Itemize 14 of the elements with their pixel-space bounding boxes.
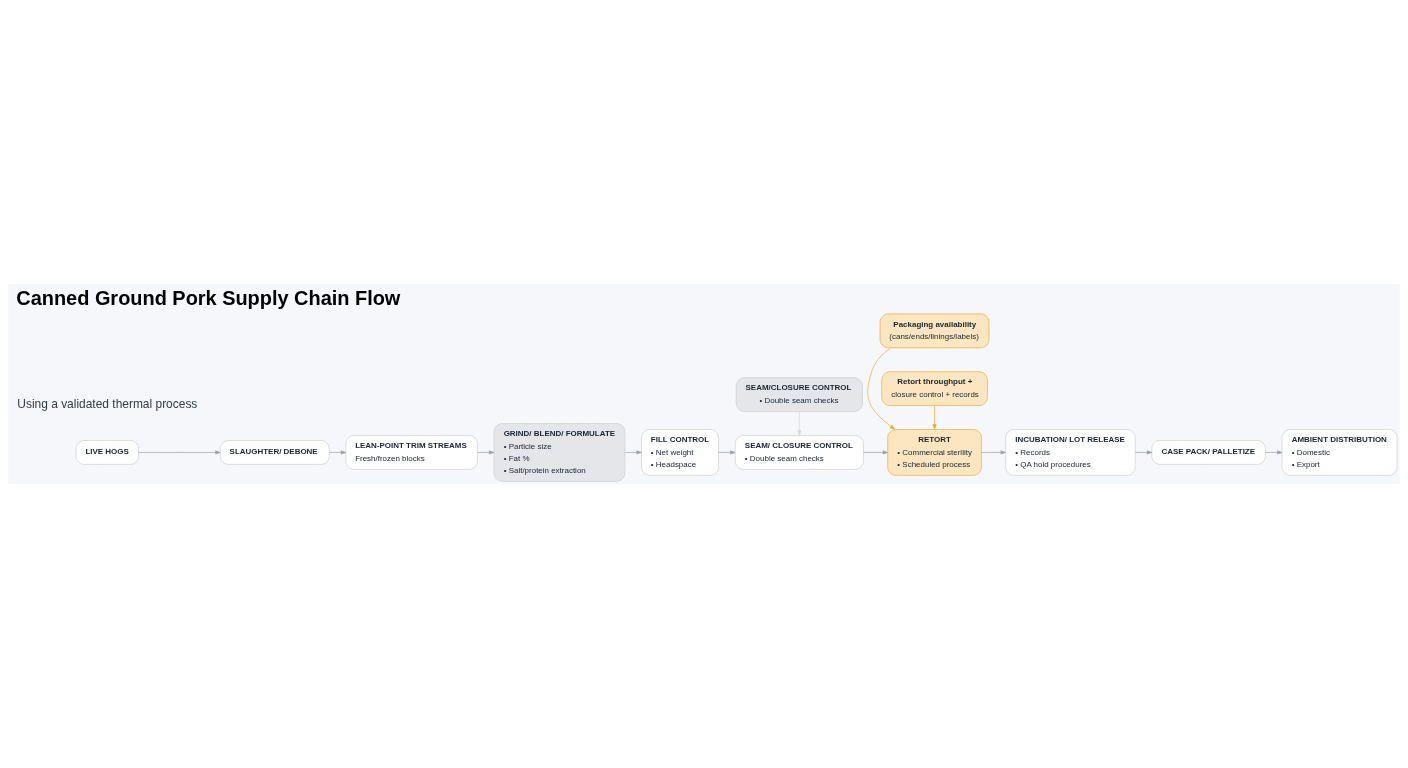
arrow bbox=[863, 450, 888, 455]
arrow bbox=[624, 450, 642, 455]
arrow bbox=[477, 450, 495, 455]
arrow bbox=[1135, 450, 1153, 455]
label: Using a validated thermal process bbox=[17, 396, 198, 411]
arrow bbox=[329, 450, 347, 455]
arrow bbox=[932, 405, 937, 430]
arrow bbox=[138, 450, 221, 455]
arrow bbox=[1265, 450, 1283, 455]
diagram-title: Canned Ground Pork Supply Chain Flow bbox=[16, 286, 401, 309]
arrow bbox=[718, 450, 736, 455]
arrow bbox=[981, 450, 1006, 455]
arrow bbox=[797, 411, 802, 436]
arrow bbox=[867, 347, 896, 430]
